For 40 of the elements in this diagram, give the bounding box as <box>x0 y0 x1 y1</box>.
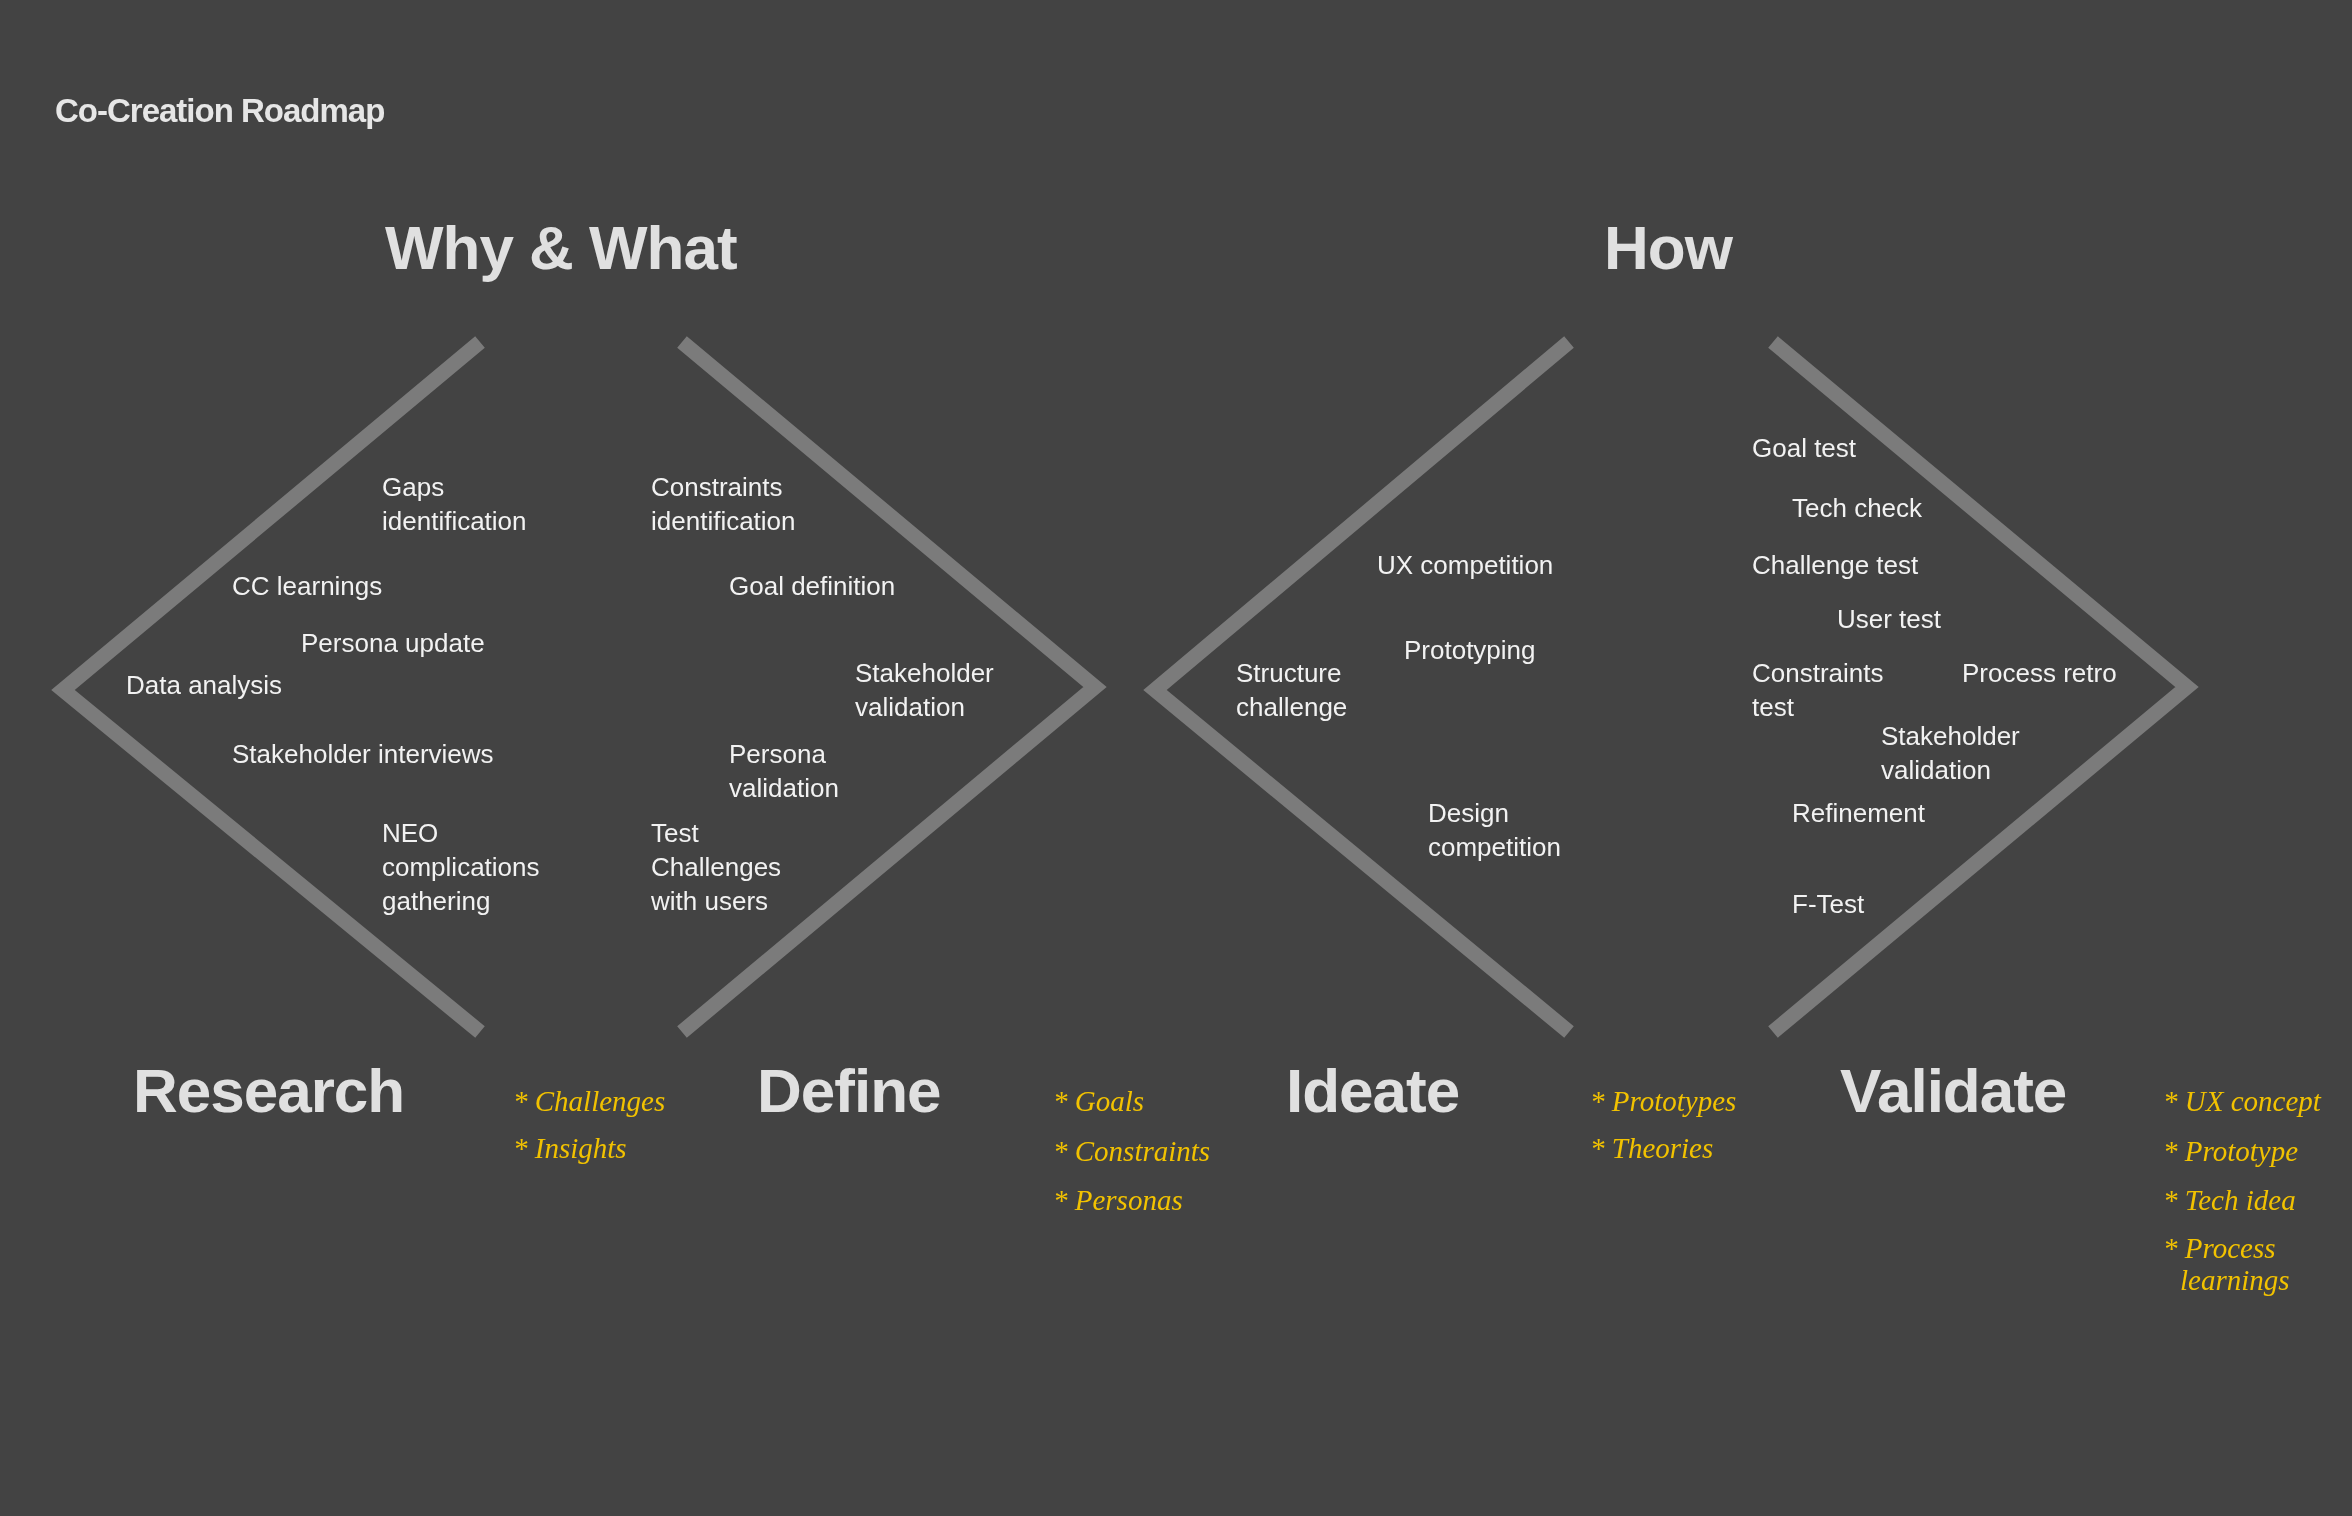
activity-label: Tech check <box>1792 492 1923 525</box>
activity-label: Design competition <box>1428 797 1562 864</box>
deliverable-label: * UX concept <box>2163 1085 2321 1117</box>
deliverable-label: * Theories <box>1590 1132 1714 1164</box>
activity-label: Stakeholder validation <box>855 657 995 724</box>
activity-label: Goal test <box>1752 432 1857 465</box>
activity-label: Gaps identification <box>382 471 528 538</box>
deliverable-label: * Prototypes <box>1590 1085 1737 1117</box>
activity-label: Data analysis <box>126 669 283 702</box>
activity-label: Stakeholder interviews <box>232 738 494 771</box>
activity-label: UX competition <box>1377 549 1554 582</box>
deliverable-label: * Process learnings <box>2163 1232 2291 1296</box>
activity-label: Process retro <box>1962 657 2117 690</box>
phase-label: Define <box>757 1055 941 1126</box>
activity-label: Constraints identification <box>651 471 797 538</box>
section-heading: How <box>1604 212 1732 283</box>
activity-label: Goal definition <box>729 570 896 603</box>
section-heading: Why & What <box>385 212 737 283</box>
activity-label: Challenge test <box>1752 549 1919 582</box>
deliverable-label: * Challenges <box>513 1085 666 1117</box>
activity-label: Persona update <box>301 627 485 660</box>
activity-label: User test <box>1837 603 1942 636</box>
activity-label: Refinement <box>1792 797 1925 830</box>
phase-label: Research <box>133 1055 405 1126</box>
activity-label: CC learnings <box>232 570 383 603</box>
deliverable-label: * Goals <box>1053 1085 1145 1117</box>
deliverable-label: * Tech idea <box>2163 1184 2296 1216</box>
deliverable-label: * Personas <box>1053 1184 1183 1216</box>
activity-label: F-Test <box>1792 888 1865 921</box>
activity-label: Structure challenge <box>1236 657 1349 724</box>
activity-label: Persona validation <box>729 738 840 805</box>
deliverable-label: * Prototype <box>2163 1135 2299 1167</box>
activity-label: NEO complications gathering <box>382 817 541 918</box>
deliverable-label: * Constraints <box>1053 1135 1211 1167</box>
activity-label: Prototyping <box>1404 634 1536 667</box>
phase-label: Ideate <box>1286 1055 1460 1126</box>
diagram-title: Co-Creation Roadmap <box>55 92 385 130</box>
activity-label: Test Challenges with users <box>651 817 783 918</box>
deliverable-label: * Insights <box>513 1132 627 1164</box>
phase-label: Validate <box>1840 1055 2067 1126</box>
